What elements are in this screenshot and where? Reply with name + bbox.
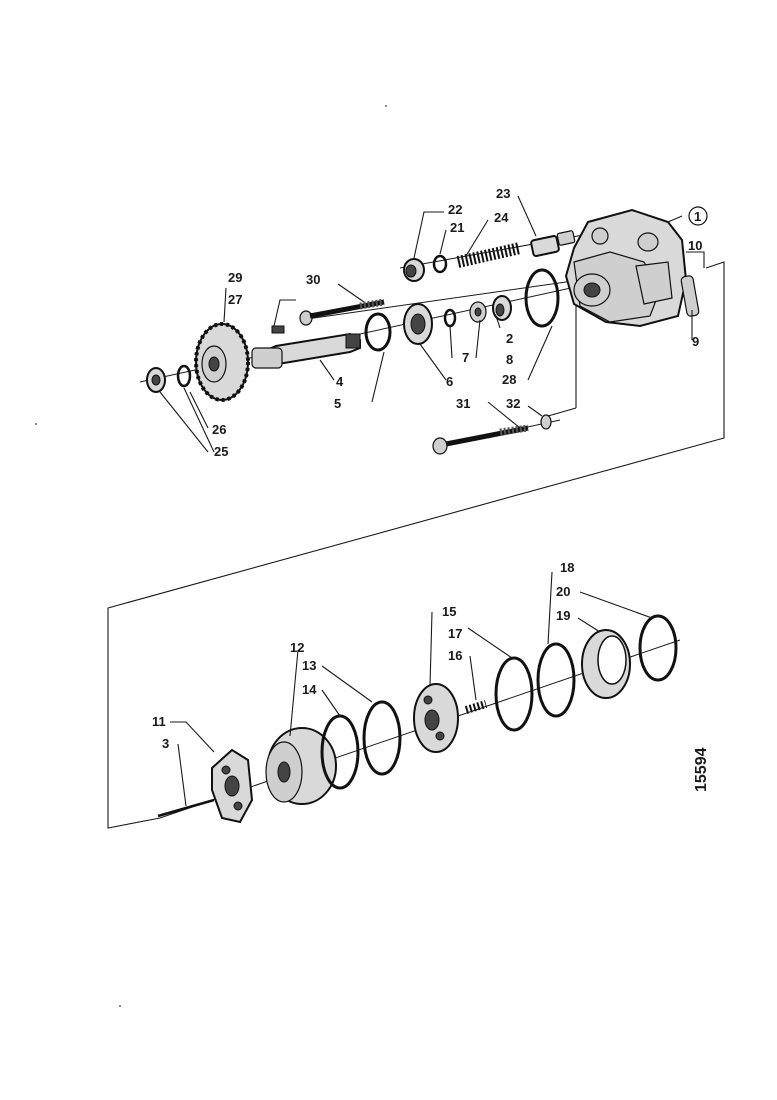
callout-10: 10 bbox=[688, 238, 702, 253]
callout-8: 8 bbox=[506, 352, 513, 367]
callout-30: 30 bbox=[306, 272, 320, 287]
pressure-plate-15 bbox=[413, 683, 459, 753]
callout-9: 9 bbox=[692, 334, 699, 349]
callout-27: 27 bbox=[228, 292, 242, 307]
washer-8 bbox=[469, 301, 487, 323]
callout-23: 23 bbox=[496, 186, 510, 201]
callout-22: 22 bbox=[448, 202, 462, 217]
callout-21: 21 bbox=[450, 220, 464, 235]
bearing-6 bbox=[403, 303, 433, 345]
shaft-key bbox=[271, 325, 285, 334]
callout-4: 4 bbox=[336, 374, 344, 389]
callout-13: 13 bbox=[302, 658, 316, 673]
o-ring-28 bbox=[524, 268, 560, 328]
callout-18: 18 bbox=[560, 560, 574, 575]
callout-2: 2 bbox=[506, 331, 513, 346]
callout-17: 17 bbox=[448, 626, 462, 641]
callout-32: 32 bbox=[506, 396, 520, 411]
callout-7: 7 bbox=[462, 350, 469, 365]
callout-6: 6 bbox=[446, 374, 453, 389]
callout-16: 16 bbox=[448, 648, 462, 663]
bolt-30 bbox=[299, 298, 385, 326]
cover-19 bbox=[581, 629, 631, 699]
callout-12: 12 bbox=[290, 640, 304, 655]
cam-ring-12 bbox=[265, 727, 337, 805]
callout-1: 1 bbox=[694, 209, 701, 224]
callout-1-circle bbox=[688, 206, 708, 226]
gear-nut-washer bbox=[146, 364, 192, 393]
callout-24: 24 bbox=[494, 210, 509, 225]
callout-25: 25 bbox=[214, 444, 228, 459]
callout-14: 14 bbox=[302, 682, 317, 697]
valve-23 bbox=[530, 230, 576, 257]
callout-labels: 1 2 3 4 5 6 7 8 9 10 11 12 13 14 15 16 1… bbox=[152, 186, 708, 751]
callout-20: 20 bbox=[556, 584, 570, 599]
ring-18 bbox=[536, 642, 576, 718]
drive-shaft bbox=[251, 332, 361, 369]
pin-3 bbox=[157, 798, 215, 818]
end-plate-11 bbox=[211, 748, 254, 824]
frame-lines bbox=[107, 261, 725, 829]
callout-19: 19 bbox=[556, 608, 570, 623]
spring-16 bbox=[464, 700, 488, 714]
drive-gear bbox=[194, 322, 250, 402]
washer-32 bbox=[540, 414, 552, 430]
seal-ring-13 bbox=[362, 700, 402, 776]
callout-26: 26 bbox=[212, 422, 226, 437]
callout-31: 31 bbox=[456, 396, 470, 411]
callout-11: 11 bbox=[152, 714, 166, 729]
leader-lines bbox=[159, 195, 705, 807]
pump-housing bbox=[564, 208, 700, 328]
snap-ring-7 bbox=[443, 308, 457, 328]
washer-21 bbox=[432, 254, 448, 274]
callout-29: 29 bbox=[228, 270, 242, 285]
figure-number: 15594 bbox=[693, 747, 710, 792]
callout-5: 5 bbox=[334, 396, 341, 411]
snap-ring-20 bbox=[638, 614, 678, 682]
bolt-31 bbox=[432, 424, 529, 455]
spring-24 bbox=[456, 242, 522, 268]
callout-3: 3 bbox=[162, 736, 169, 751]
callout-28: 28 bbox=[502, 372, 516, 387]
seal-ring-5 bbox=[364, 312, 392, 352]
scan-specks bbox=[35, 105, 387, 1007]
valve-cap-22 bbox=[403, 258, 425, 282]
ring-17 bbox=[494, 656, 534, 732]
callout-15: 15 bbox=[442, 604, 456, 619]
nut-2 bbox=[492, 295, 512, 321]
